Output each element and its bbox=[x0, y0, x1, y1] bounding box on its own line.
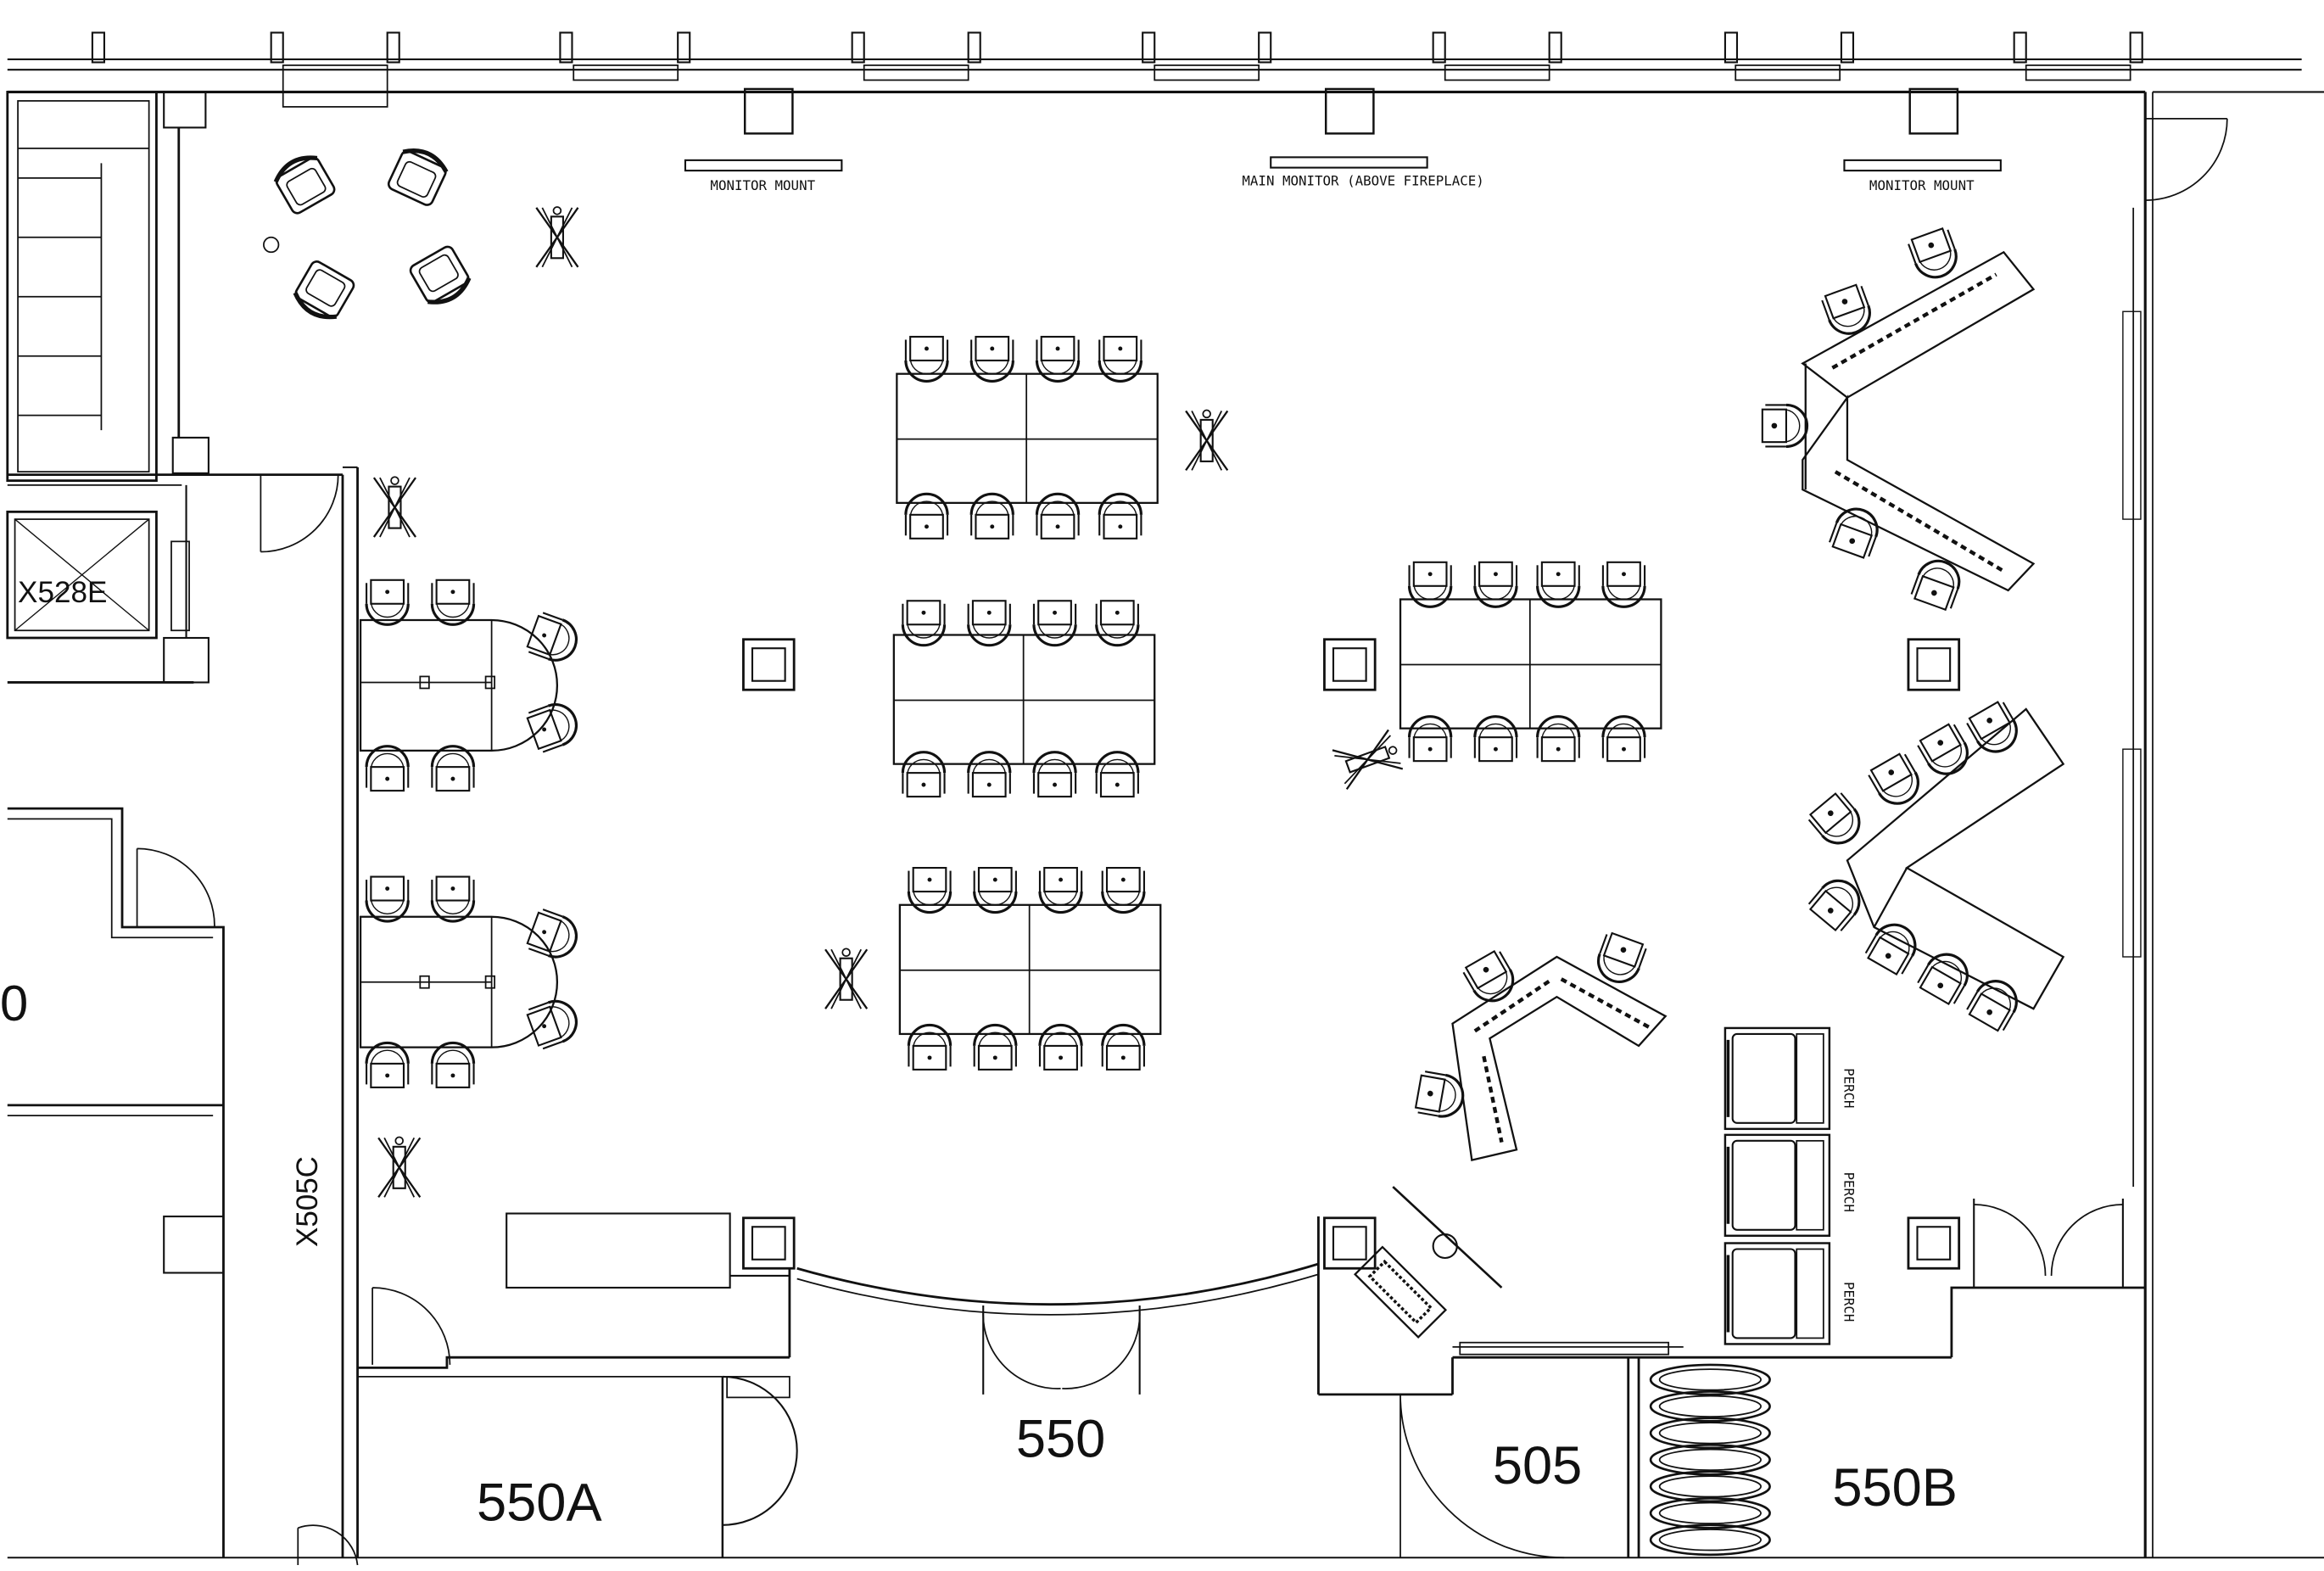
room-label-550b: 550B bbox=[1832, 1458, 1958, 1518]
room-label-cut: 0 bbox=[0, 975, 28, 1031]
room-label-x528e: X528E bbox=[18, 576, 107, 609]
columns bbox=[742, 87, 1961, 1270]
table-group-center-top bbox=[896, 337, 1159, 540]
room-label-x505c: X505C bbox=[291, 1156, 324, 1247]
room-label-550a: 550A bbox=[477, 1473, 602, 1533]
monitor-mount-left-label: MONITOR MOUNT bbox=[710, 177, 815, 193]
workstation-angled bbox=[1415, 931, 1668, 1161]
perch-label-3: PERCH bbox=[1841, 1282, 1857, 1322]
workstation-v-middle bbox=[1805, 700, 2065, 1035]
workstation-v-top bbox=[1763, 227, 2036, 613]
perch-label-2: PERCH bbox=[1841, 1172, 1857, 1212]
room-label-505: 505 bbox=[1493, 1436, 1582, 1496]
room-label-550: 550 bbox=[1016, 1409, 1105, 1468]
table-cluster-left-upper bbox=[359, 580, 582, 792]
table-cluster-left-lower bbox=[359, 877, 582, 1089]
walls bbox=[6, 31, 2324, 1566]
table-group-right-center bbox=[1399, 562, 1662, 763]
main-monitor-label: MAIN MONITOR (ABOVE FIREPLACE) bbox=[1242, 173, 1483, 189]
monitor-mounts bbox=[684, 156, 2002, 172]
table-group-center-bottom bbox=[898, 868, 1162, 1071]
table-group-center-middle bbox=[892, 601, 1156, 798]
lounge-chairs bbox=[263, 144, 473, 325]
perch-label-1: PERCH bbox=[1841, 1068, 1857, 1108]
monitor-mount-right-label: MONITOR MOUNT bbox=[1869, 177, 1975, 193]
stools bbox=[372, 205, 1405, 1199]
perch-seating bbox=[1723, 1026, 1831, 1346]
equipment-lower-right bbox=[1354, 1186, 1670, 1356]
bike-rack bbox=[1649, 1363, 1771, 1557]
